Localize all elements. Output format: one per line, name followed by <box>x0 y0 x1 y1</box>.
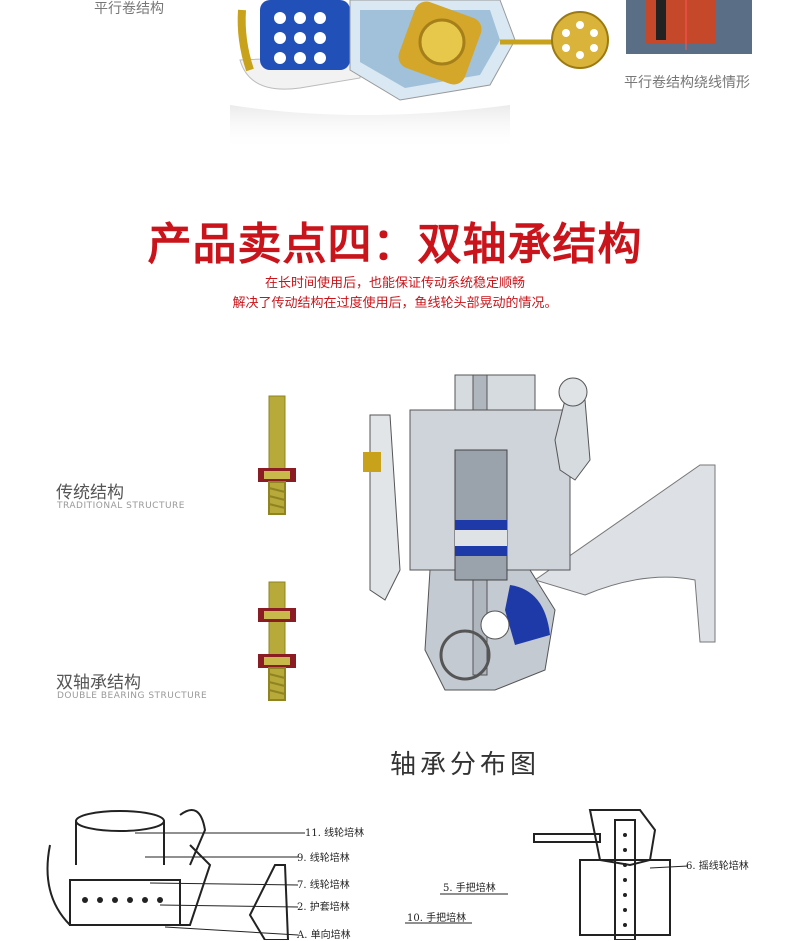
traditional-structure-english: TRADITIONAL STRUCTURE <box>57 501 185 511</box>
double-shaft-illustration <box>258 581 296 701</box>
callout-bearing-2: 2. 护套培林 <box>297 902 350 913</box>
bearing-diagram-middle <box>405 893 508 924</box>
bearing-diagram-title: 轴承分布图 <box>389 750 540 780</box>
top-left-caption: 平行卷结构 <box>94 1 164 17</box>
top-right-caption: 平行卷结构绕线情形 <box>624 75 750 91</box>
callout-bearing-11: 11. 线轮培林 <box>305 828 365 839</box>
bearing-diagram-right <box>533 809 689 940</box>
reel-cutaway-diagram <box>363 374 716 691</box>
double-structure-english: DOUBLE BEARING STRUCTURE <box>57 691 208 701</box>
callout-bearing-6: 6. 摇线轮培林 <box>686 861 749 872</box>
line-winding-photo <box>626 0 752 54</box>
callout-bearing-a: A. 单向培林 <box>297 930 351 941</box>
callout-bearing-5: 5. 手把培林 <box>443 883 496 894</box>
fishing-reel-product-image <box>230 0 609 150</box>
callout-bearing-9: 9. 线轮培林 <box>297 853 350 864</box>
callout-bearing-10: 10. 手把培林 <box>407 913 467 924</box>
double-structure-label: 双轴承结构 <box>56 673 141 693</box>
section-subtitle-line1: 在长时间使用后，也能保证传动系统稳定顺畅 <box>264 276 525 291</box>
bearing-diagram-left <box>46 809 305 940</box>
section-subtitle-line2: 解决了传动结构在过度使用后，鱼线轮头部晃动的情况。 <box>232 296 558 311</box>
traditional-structure-label: 传统结构 <box>56 483 124 503</box>
traditional-shaft-illustration <box>258 395 296 515</box>
section-title: 产品卖点四：双轴承结构 <box>147 219 643 270</box>
callout-bearing-7: 7. 线轮培林 <box>297 880 350 891</box>
